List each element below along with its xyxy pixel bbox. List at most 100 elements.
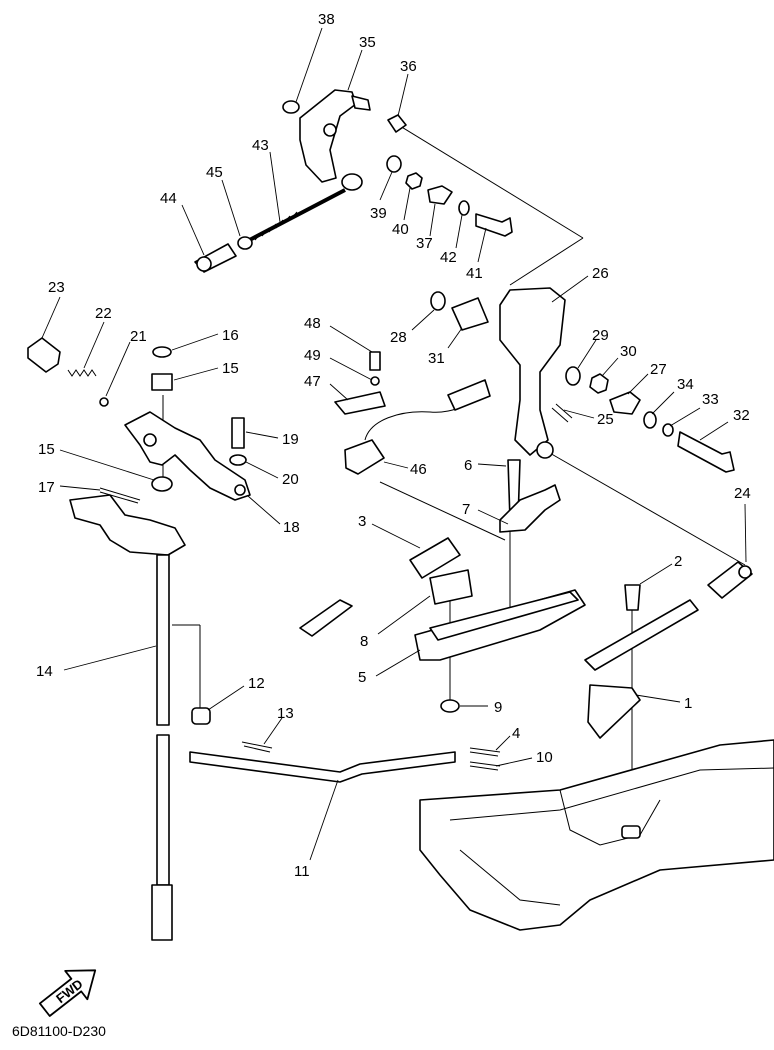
callout-35: 35 [359, 34, 376, 51]
callout-15-upper: 15 [222, 360, 239, 377]
spring-31 [451, 297, 489, 331]
plate-47 [334, 391, 386, 415]
collar-37 [427, 185, 453, 205]
bushing-15-upper [151, 373, 173, 391]
callout-24: 24 [734, 485, 751, 502]
bolt-48 [369, 351, 381, 371]
callout-21: 21 [130, 328, 147, 345]
callout-9: 9 [494, 699, 502, 716]
shift-bracket-group [99, 346, 251, 504]
control-housing-group [299, 537, 586, 713]
bolt-41 [475, 213, 513, 237]
callout-17: 17 [38, 479, 55, 496]
callout-42: 42 [440, 249, 457, 266]
washer-33 [662, 423, 674, 437]
diagram-code: 6D81100-D230 [12, 1023, 106, 1039]
block-8 [429, 569, 473, 605]
clip-13 [241, 741, 273, 753]
bracket-1 [587, 684, 641, 739]
callout-15-lower: 15 [38, 441, 55, 458]
callout-33: 33 [702, 391, 719, 408]
bolt-2 [624, 584, 641, 611]
washer-39 [386, 155, 402, 173]
callout-27: 27 [650, 361, 667, 378]
nut-40 [405, 172, 423, 190]
callout-47: 47 [304, 373, 321, 390]
spring-22 [67, 369, 97, 377]
end-joint-43 [341, 173, 363, 191]
bushing-36 [387, 114, 407, 133]
shift-rod-14 [69, 494, 186, 941]
switch-46 [344, 439, 385, 475]
callout-12: 12 [248, 675, 265, 692]
callout-14: 14 [36, 663, 53, 680]
shift-lever-group [189, 707, 501, 783]
washer-34 [643, 411, 657, 429]
callout-7: 7 [462, 501, 470, 518]
callout-38: 38 [318, 11, 335, 28]
washer-29 [565, 366, 581, 386]
engine-casing [419, 739, 774, 931]
callout-28: 28 [390, 329, 407, 346]
callout-13: 13 [277, 705, 294, 722]
callout-25: 25 [597, 411, 614, 428]
ball-21 [99, 397, 109, 407]
nut-30 [589, 373, 609, 394]
callout-16: 16 [222, 327, 239, 344]
callout-6: 6 [464, 457, 472, 474]
callouts: 38 35 36 43 45 44 39 40 37 42 41 23 22 2… [36, 11, 751, 880]
cable-fitting-group [27, 337, 109, 407]
linkage-group-upper [194, 89, 513, 273]
grommet-12 [191, 707, 211, 725]
washer-20 [229, 454, 247, 466]
callout-23: 23 [48, 279, 65, 296]
callout-44: 44 [160, 190, 177, 207]
callout-34: 34 [677, 376, 694, 393]
callout-19: 19 [282, 431, 299, 448]
lever-26 [499, 287, 566, 456]
callout-37: 37 [416, 235, 433, 252]
clip-17 [99, 487, 141, 504]
callout-11: 11 [294, 863, 310, 880]
cable-end-3 [409, 537, 461, 579]
callout-30: 30 [620, 343, 637, 360]
switch-group [334, 351, 491, 475]
callout-1: 1 [684, 695, 692, 712]
collar-27 [609, 391, 641, 415]
lever-11 [189, 751, 456, 783]
callout-36: 36 [400, 58, 417, 75]
callout-2: 2 [674, 553, 682, 570]
callout-26: 26 [592, 265, 609, 282]
washer-16 [152, 346, 172, 358]
fwd-arrow-icon: FWD [38, 969, 97, 1017]
right-side-parts [499, 459, 753, 739]
bushing-15-lower [151, 476, 173, 492]
callout-40: 40 [392, 221, 409, 238]
callout-39: 39 [370, 205, 387, 222]
nut-45 [237, 236, 253, 250]
callout-49: 49 [304, 347, 321, 364]
bolt-19 [231, 417, 245, 449]
bracket-7 [499, 484, 561, 533]
callout-20: 20 [282, 471, 299, 488]
callout-8: 8 [360, 633, 368, 650]
callout-4: 4 [512, 725, 520, 742]
bracket-18 [124, 411, 251, 501]
clip-25 [551, 403, 573, 423]
guide-lines [162, 125, 746, 830]
callout-5: 5 [358, 669, 366, 686]
callout-46: 46 [410, 461, 427, 478]
callout-45: 45 [206, 164, 223, 181]
callout-48: 48 [304, 315, 321, 332]
callout-31: 31 [428, 350, 445, 367]
callout-18: 18 [283, 519, 300, 536]
bolt-32 [677, 431, 735, 473]
clip-10 [469, 761, 501, 771]
washer-42 [458, 200, 470, 216]
washer-9 [440, 699, 460, 713]
callout-10: 10 [536, 749, 553, 766]
washer-49 [370, 376, 380, 386]
cap-23 [27, 337, 61, 373]
callout-22: 22 [95, 305, 112, 322]
